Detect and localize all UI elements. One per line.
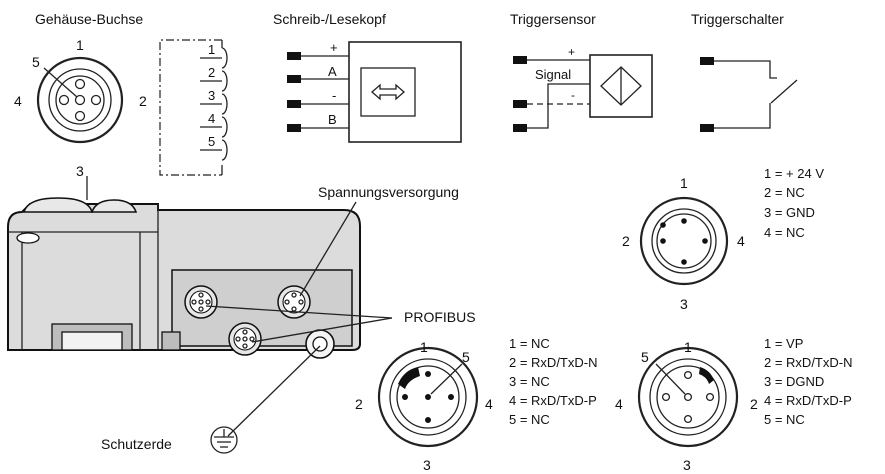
leader-power xyxy=(299,201,357,297)
profibus-right-assignment-4: 4 = RxD/TxD-P xyxy=(764,393,852,408)
head-wire-b: B xyxy=(328,112,337,127)
profibus-left-pin-1-label: 1 xyxy=(420,339,428,355)
housing-profibus-connector-right xyxy=(228,322,262,356)
sensor-wire-signal: Signal xyxy=(535,67,571,82)
profibus-right-pin-1-label: 1 xyxy=(684,339,692,355)
label-spannungsversorgung: Spannungsversorgung xyxy=(318,184,459,200)
trigger-sensor xyxy=(513,54,653,132)
terminal-1-label: 1 xyxy=(208,42,215,57)
read-write-head xyxy=(287,41,462,143)
label-schutzerde: Schutzerde xyxy=(101,436,172,452)
leader-profibus-right xyxy=(251,317,393,343)
leader-schutzerde xyxy=(227,345,321,437)
profibus-left-pin-3-label: 3 xyxy=(423,457,431,473)
leader-profibus-left xyxy=(205,305,393,319)
header-schreib-lesekopf: Schreib-/Lesekopf xyxy=(273,11,386,27)
profibus-right-assignment-2: 2 = RxD/TxD-N xyxy=(764,355,852,370)
profibus-left-assignment-5: 5 = NC xyxy=(509,412,550,427)
trigger-switch xyxy=(700,57,798,132)
power-pin-4-label: 4 xyxy=(737,233,745,249)
head-wire-plus: + xyxy=(330,40,338,55)
power-pin-assignment-4: 4 = NC xyxy=(764,225,805,240)
earth-ground-icon xyxy=(210,426,238,454)
housing-power-connector xyxy=(277,285,311,319)
sensor-wire-plus: + xyxy=(568,45,575,59)
header-triggersensor: Triggersensor xyxy=(510,11,596,27)
profibus-connector-right xyxy=(637,346,739,448)
terminal-block xyxy=(159,39,228,176)
sensor-wire-minus: - xyxy=(571,88,575,102)
terminal-4-label: 4 xyxy=(208,111,215,126)
terminal-5-label: 5 xyxy=(208,134,215,149)
profibus-right-assignment-5: 5 = NC xyxy=(764,412,805,427)
power-pin-assignment-3: 3 = GND xyxy=(764,205,815,220)
head-wire-a: A xyxy=(328,64,337,79)
profibus-left-assignment-1: 1 = NC xyxy=(509,336,550,351)
power-pin-assignment-2: 2 = NC xyxy=(764,185,805,200)
socket-pin-1-label: 1 xyxy=(76,37,84,53)
socket-pin-2-label: 2 xyxy=(139,93,147,109)
profibus-left-assignment-2: 2 = RxD/TxD-N xyxy=(509,355,597,370)
housing-socket xyxy=(36,56,124,144)
socket-pin-4-label: 4 xyxy=(14,93,22,109)
power-pin-1-label: 1 xyxy=(680,175,688,191)
terminal-3-label: 3 xyxy=(208,88,215,103)
profibus-right-pin-2-label: 2 xyxy=(750,396,758,412)
profibus-left-pin-5-label: 5 xyxy=(462,349,470,365)
header-gehaeuse-buchse: Gehäuse-Buchse xyxy=(35,11,143,27)
profibus-right-assignment-1: 1 = VP xyxy=(764,336,803,351)
profibus-connector-left xyxy=(377,346,479,448)
profibus-left-assignment-3: 3 = NC xyxy=(509,374,550,389)
profibus-right-pin-3-label: 3 xyxy=(683,457,691,473)
profibus-right-pin-5-label: 5 xyxy=(641,349,649,365)
power-pin-assignment-1: 1 = + 24 V xyxy=(764,166,824,181)
socket-pin-5-label: 5 xyxy=(32,54,40,70)
power-supply-connector xyxy=(639,196,729,286)
label-profibus: PROFIBUS xyxy=(404,309,476,325)
profibus-right-assignment-3: 3 = DGND xyxy=(764,374,824,389)
head-wire-minus: - xyxy=(332,88,336,103)
socket-pin-3-label: 3 xyxy=(76,163,84,179)
profibus-left-assignment-4: 4 = RxD/TxD-P xyxy=(509,393,597,408)
profibus-left-pin-4-label: 4 xyxy=(485,396,493,412)
terminal-2-label: 2 xyxy=(208,65,215,80)
housing-profibus-connector-left xyxy=(184,285,218,319)
profibus-left-pin-2-label: 2 xyxy=(355,396,363,412)
power-pin-2-label: 2 xyxy=(622,233,630,249)
reader-housing xyxy=(7,176,361,359)
profibus-right-pin-4-label: 4 xyxy=(615,396,623,412)
power-pin-3-label: 3 xyxy=(680,296,688,312)
header-triggerschalter: Triggerschalter xyxy=(691,11,784,27)
